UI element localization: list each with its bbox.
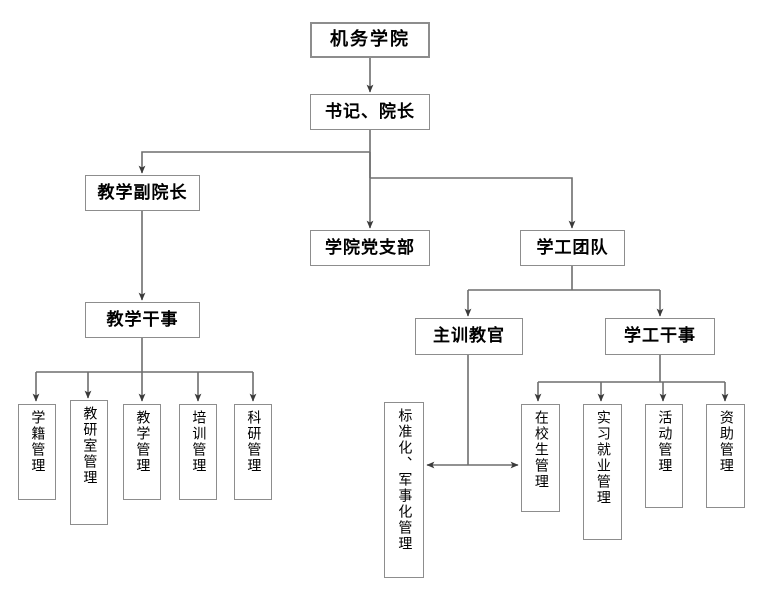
org-node-partybranch[interactable]: 学院党支部 xyxy=(310,230,430,266)
org-node-leaf-peixun[interactable]: 培训管理 xyxy=(179,404,217,500)
org-node-leaf-keyan[interactable]: 科研管理 xyxy=(234,404,272,500)
org-node-label: 学工团队 xyxy=(536,237,609,258)
org-node-label: 学工干事 xyxy=(624,326,696,347)
org-node-label: 教学管理 xyxy=(134,410,151,474)
org-node-label: 标准化、军事化管理 xyxy=(396,408,413,552)
org-node-stuaffairs[interactable]: 学工干事 xyxy=(605,318,715,355)
org-node-leaf-xuejí[interactable]: 学籍管理 xyxy=(18,404,56,500)
org-node-leaf-shixi[interactable]: 实习就业管理 xyxy=(583,404,622,540)
org-node-label: 活动管理 xyxy=(656,410,673,474)
org-node-label: 机务学院 xyxy=(330,29,410,51)
org-node-leaf-biaozhun[interactable]: 标准化、军事化管理 xyxy=(384,402,424,578)
org-node-instructor[interactable]: 主训教官 xyxy=(415,318,523,355)
org-node-label: 主训教官 xyxy=(433,326,505,347)
org-node-secretary[interactable]: 书记、院长 xyxy=(310,94,430,130)
org-node-studentteam[interactable]: 学工团队 xyxy=(520,230,625,266)
org-node-label: 教学干事 xyxy=(106,309,179,330)
org-node-leaf-zizhu[interactable]: 资助管理 xyxy=(706,404,745,508)
org-node-vicedean[interactable]: 教学副院长 xyxy=(85,175,200,211)
org-node-root[interactable]: 机务学院 xyxy=(310,22,430,58)
org-node-leaf-jiaoxue[interactable]: 教学管理 xyxy=(123,404,161,500)
org-node-label: 教学副院长 xyxy=(97,182,188,203)
org-node-label: 学籍管理 xyxy=(29,410,46,474)
org-node-label: 实习就业管理 xyxy=(594,410,611,506)
org-node-leaf-huodong[interactable]: 活动管理 xyxy=(645,404,683,508)
org-node-label: 学院党支部 xyxy=(325,237,415,258)
org-node-label: 培训管理 xyxy=(190,410,207,474)
org-node-label: 科研管理 xyxy=(245,410,262,474)
org-node-label: 教研室管理 xyxy=(81,406,98,486)
org-node-teachstaff[interactable]: 教学干事 xyxy=(85,302,200,338)
org-node-leaf-zaixiao[interactable]: 在校生管理 xyxy=(521,404,560,512)
org-node-label: 资助管理 xyxy=(717,410,734,474)
edge-secretary-vicedean xyxy=(138,151,370,174)
edge-secretary-studentteam xyxy=(370,177,576,229)
org-node-leaf-jiaoyan[interactable]: 教研室管理 xyxy=(70,400,108,525)
org-node-label: 在校生管理 xyxy=(532,410,549,490)
org-node-label: 书记、院长 xyxy=(325,101,415,122)
